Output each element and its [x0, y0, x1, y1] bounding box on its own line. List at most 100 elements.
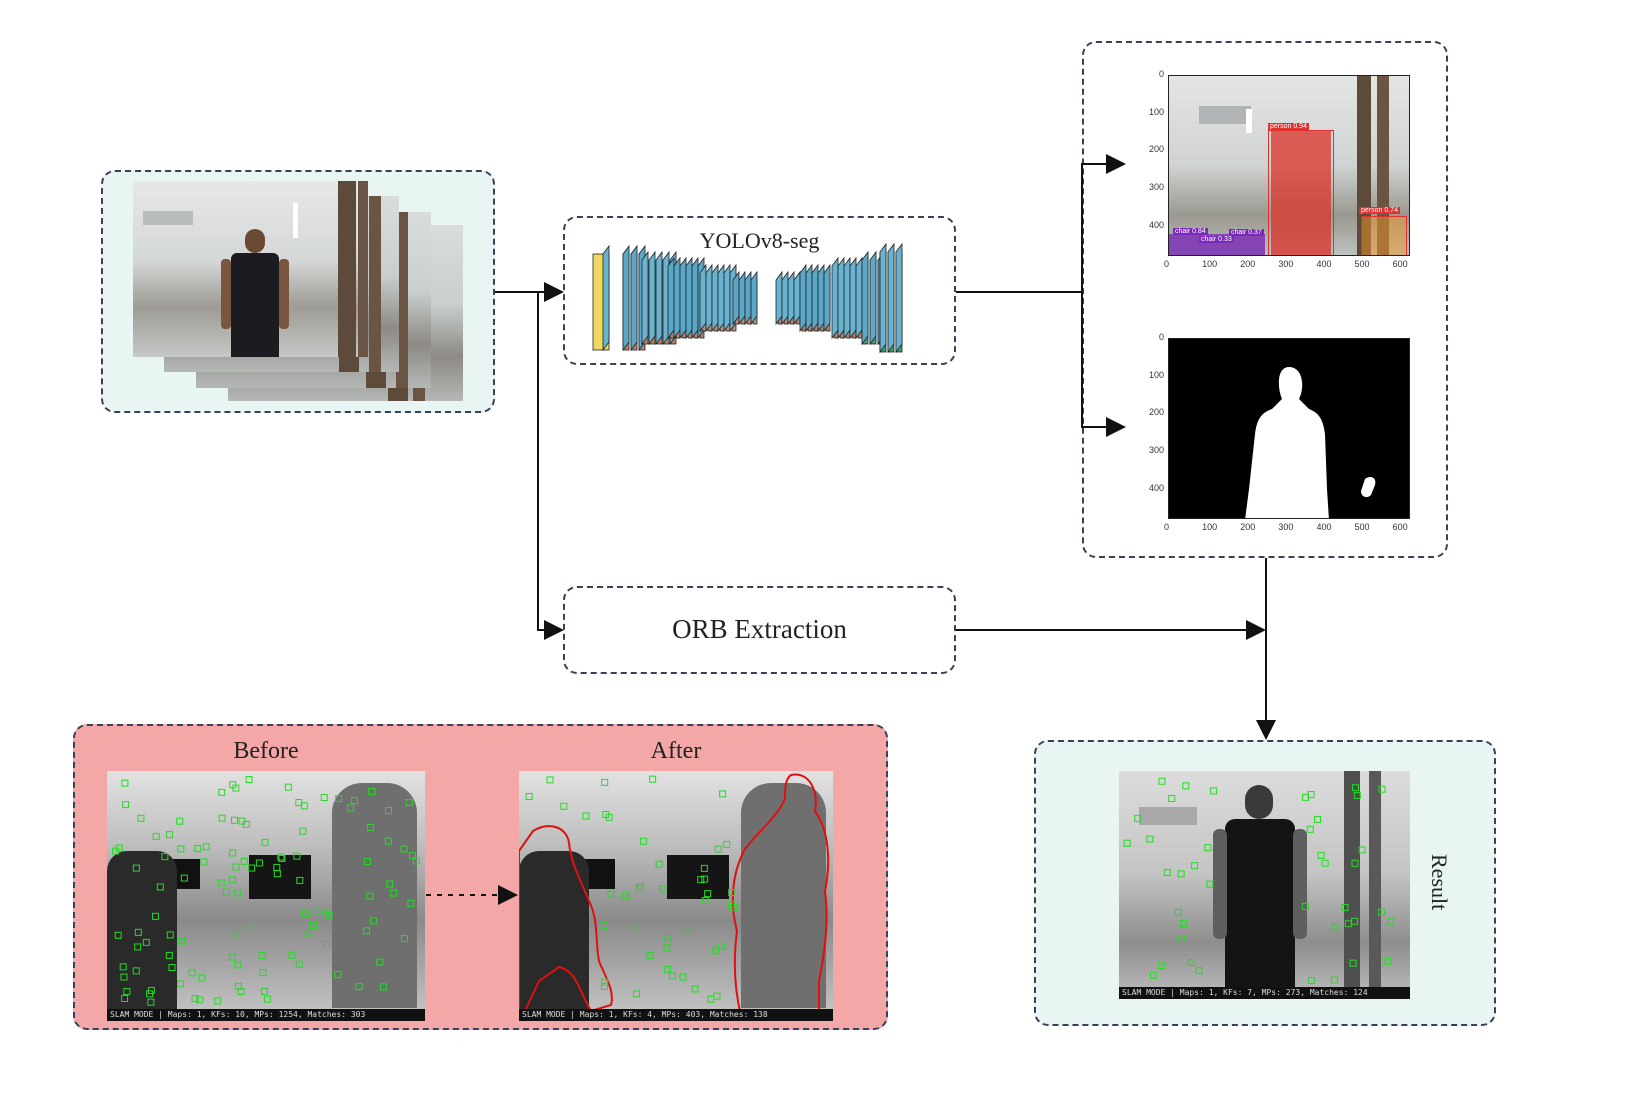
- mask-x-tick: 500: [1354, 522, 1370, 532]
- network-layer: [861, 250, 869, 346]
- contour-standing-person: [731, 773, 830, 1017]
- keypoint-marker: [218, 814, 226, 822]
- keypoint-marker: [723, 840, 731, 848]
- keypoint-marker: [622, 892, 630, 900]
- keypoint-marker: [218, 788, 226, 796]
- keypoint-marker: [303, 930, 311, 938]
- keypoint-marker: [191, 995, 199, 1003]
- mask-y-tick: 100: [1148, 369, 1164, 380]
- keypoint-marker: [640, 837, 648, 845]
- keypoint-marker: [196, 996, 204, 1004]
- detection-y-tick: 100: [1148, 106, 1164, 117]
- keypoint-marker: [546, 776, 554, 784]
- keypoint-marker: [132, 864, 140, 872]
- keypoint-marker: [1195, 967, 1203, 975]
- keypoint-marker: [646, 952, 654, 960]
- keypoint-marker: [582, 812, 590, 820]
- keypoint-marker: [649, 775, 657, 783]
- keypoint-marker: [380, 983, 388, 991]
- keypoint-marker: [370, 917, 378, 925]
- keypoint-marker: [1331, 923, 1339, 931]
- keypoint-marker: [407, 899, 415, 907]
- mask-x-tick: 400: [1316, 522, 1332, 532]
- det-label-3: chair 0.33: [1199, 236, 1234, 243]
- contour-seated-person: [519, 825, 613, 1013]
- keypoint-marker: [1387, 918, 1395, 926]
- network-layer: [673, 256, 681, 340]
- result-image: SLAM MODE | Maps: 1, KFs: 7, MPs: 273, M…: [1119, 771, 1410, 999]
- keypoint-marker: [188, 969, 196, 977]
- keypoint-marker: [168, 964, 176, 972]
- keypoint-marker: [1174, 908, 1182, 916]
- keypoint-marker: [719, 790, 727, 798]
- detection-y-tick: 200: [1148, 144, 1164, 155]
- keypoint-marker: [284, 783, 292, 791]
- keypoint-marker: [525, 793, 533, 801]
- keypoint-marker: [1321, 859, 1329, 867]
- network-layer: [648, 250, 656, 346]
- keypoint-marker: [663, 944, 671, 952]
- keypoint-marker: [293, 852, 301, 860]
- keypoint-marker: [177, 845, 185, 853]
- keypoint-marker: [176, 817, 184, 825]
- mask-y-tick: 400: [1148, 482, 1164, 493]
- keypoint-marker: [261, 838, 269, 846]
- keypoint-marker: [691, 985, 699, 993]
- keypoint-marker: [119, 963, 127, 971]
- keypoint-marker: [1146, 835, 1154, 843]
- person-mask-overlay: [1271, 131, 1331, 255]
- keypoint-marker: [405, 799, 413, 807]
- detection-x-tick: 200: [1240, 259, 1256, 269]
- keypoint-marker: [728, 889, 736, 897]
- orb-label: ORB Extraction: [672, 614, 847, 644]
- keypoint-marker: [386, 880, 394, 888]
- mask-x-tick: 300: [1278, 522, 1294, 532]
- keypoint-marker: [1158, 777, 1166, 785]
- keypoint-marker: [194, 844, 202, 852]
- keypoint-marker: [161, 853, 169, 861]
- keypoint-marker: [355, 983, 363, 991]
- mask-y-tick: 300: [1148, 445, 1164, 456]
- keypoint-marker: [1301, 902, 1309, 910]
- keypoint-marker: [1330, 976, 1338, 984]
- result-status-bar: SLAM MODE | Maps: 1, KFs: 7, MPs: 273, M…: [1119, 987, 1410, 999]
- keypoint-marker: [700, 864, 708, 872]
- keypoint-marker: [165, 951, 173, 959]
- keypoint-marker: [704, 890, 712, 898]
- keypoint-marker: [228, 876, 236, 884]
- keypoint-marker: [246, 923, 254, 931]
- orb-box: [563, 586, 956, 674]
- det-label-1: person 0.74: [1359, 207, 1400, 214]
- keypoint-marker: [684, 927, 692, 935]
- keypoint-marker: [701, 897, 709, 905]
- keypoint-marker: [309, 921, 317, 929]
- person-figure: [221, 229, 289, 357]
- network-layer: [630, 244, 638, 352]
- keypoint-marker: [600, 922, 608, 930]
- before-image: SLAM MODE | Maps: 1, KFs: 10, MPs: 1254,…: [107, 771, 425, 1021]
- keypoint-marker: [178, 937, 186, 945]
- keypoint-marker: [400, 845, 408, 853]
- keypoint-marker: [278, 854, 286, 862]
- keypoint-marker: [1351, 784, 1359, 792]
- keypoint-marker: [1204, 844, 1212, 852]
- keypoint-marker: [156, 883, 164, 891]
- keypoint-marker: [228, 953, 236, 961]
- network-layer: [895, 242, 903, 354]
- keypoint-marker: [242, 820, 250, 828]
- keypoint-marker: [1306, 825, 1314, 833]
- keypoint-marker: [635, 885, 643, 893]
- detection-x-tick: 400: [1316, 259, 1332, 269]
- keypoint-marker: [601, 778, 609, 786]
- keypoint-marker: [668, 972, 676, 980]
- keypoint-marker: [1182, 782, 1190, 790]
- keypoint-marker: [322, 908, 330, 916]
- keypoint-marker: [362, 927, 370, 935]
- keypoint-marker: [166, 931, 174, 939]
- keypoint-marker: [134, 928, 142, 936]
- keypoint-marker: [384, 837, 392, 845]
- keypoint-marker: [261, 987, 269, 995]
- keypoint-marker: [312, 908, 320, 916]
- keypoint-marker: [664, 965, 672, 973]
- det-label-4: chair 0.37: [1229, 229, 1264, 236]
